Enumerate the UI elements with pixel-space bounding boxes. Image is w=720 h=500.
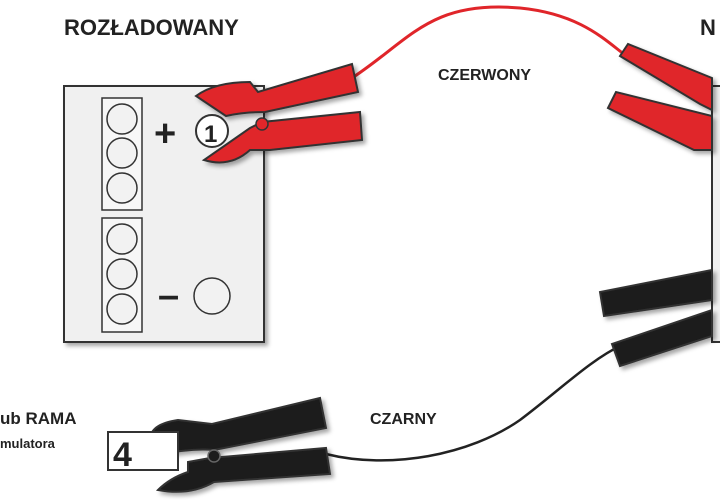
charged-battery	[711, 85, 720, 343]
red-cable	[351, 5, 626, 80]
red-clamp-pivot	[255, 117, 269, 131]
step-1-marker	[195, 114, 229, 148]
positive-sign: +	[154, 113, 176, 155]
black-cable	[325, 343, 623, 462]
black-cable-label: CZARNY	[370, 411, 437, 428]
red-clamp-upper-jaw	[194, 62, 360, 118]
red-clamp-charged	[606, 42, 713, 151]
battery-cells	[101, 97, 143, 333]
battery-body	[63, 85, 265, 343]
ground-label-line1: ub RAMA	[0, 409, 76, 428]
negative-terminal	[193, 277, 231, 315]
step-4-marker	[107, 431, 179, 471]
black-clamp-ground	[148, 396, 332, 493]
discharged-battery-title: ROZŁADOWANY	[64, 15, 239, 40]
discharged-battery: + –	[63, 85, 265, 343]
black-clamp-charged-lower-jaw	[610, 308, 713, 368]
step-4-number: 4	[113, 436, 132, 474]
red-clamp-charged-lower-jaw	[606, 90, 713, 151]
red-cable-label: CZERWONY	[438, 67, 531, 84]
black-clamp-charged	[598, 268, 713, 368]
step-1-number: 1	[204, 121, 217, 148]
negative-sign: –	[158, 275, 179, 317]
charged-battery-title: N	[700, 15, 716, 40]
ground-label-line2: mulatora	[0, 436, 56, 451]
black-clamp-lower-jaw	[155, 446, 332, 493]
red-clamp-positive	[194, 62, 364, 164]
black-clamp-pivot	[207, 449, 221, 463]
red-clamp-charged-upper-jaw	[618, 42, 713, 112]
red-clamp-lower-jaw	[201, 110, 364, 164]
black-clamp-charged-upper-jaw	[598, 268, 713, 318]
